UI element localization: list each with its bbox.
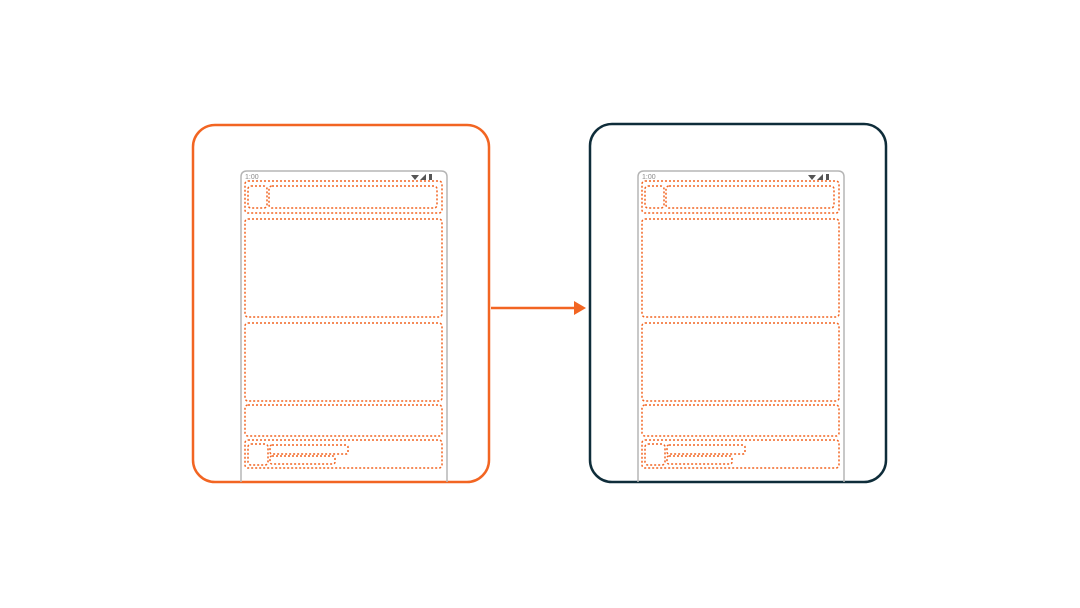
wifi-icon	[808, 175, 816, 180]
region-list-item-subtitle	[666, 455, 733, 465]
region-top-bar	[641, 180, 840, 214]
phone-before-outline	[240, 170, 448, 482]
region-row	[641, 404, 840, 437]
region-search-field	[268, 185, 438, 209]
signal-icon	[420, 174, 426, 180]
transition-arrow	[491, 301, 586, 315]
status-icons	[808, 174, 829, 180]
region-list-item-subtitle	[269, 455, 336, 465]
status-time: 1:00	[642, 174, 656, 181]
region-large-card	[641, 218, 840, 318]
phone-after-outline	[637, 170, 845, 482]
panel-before: 1:00	[191, 123, 491, 484]
region-outlines	[641, 180, 840, 469]
status-time: 1:00	[245, 174, 259, 181]
region-top-bar	[244, 180, 443, 214]
region-large-card	[244, 218, 443, 318]
region-list-item	[244, 439, 443, 469]
panel-before-frame	[191, 123, 491, 484]
battery-icon	[429, 174, 432, 180]
region-row	[244, 404, 443, 437]
wifi-icon	[411, 175, 419, 180]
region-list-item	[641, 439, 840, 469]
region-top-icon	[644, 185, 665, 209]
region-list-item-title	[666, 444, 746, 455]
signal-icon	[817, 174, 823, 180]
region-list-item-icon	[644, 443, 666, 466]
region-outlines	[244, 180, 443, 469]
region-list-item-icon	[247, 443, 269, 466]
status-icons	[411, 174, 432, 180]
region-search-field	[665, 185, 835, 209]
phone-before: 1:00	[240, 170, 448, 482]
region-list-item-title	[269, 444, 349, 455]
battery-icon	[826, 174, 829, 180]
arrow-head	[574, 301, 586, 315]
panel-after: 1:00	[588, 122, 888, 484]
phone-after: 1:00	[637, 170, 845, 482]
region-top-icon	[247, 185, 268, 209]
panel-after-frame	[588, 122, 888, 484]
